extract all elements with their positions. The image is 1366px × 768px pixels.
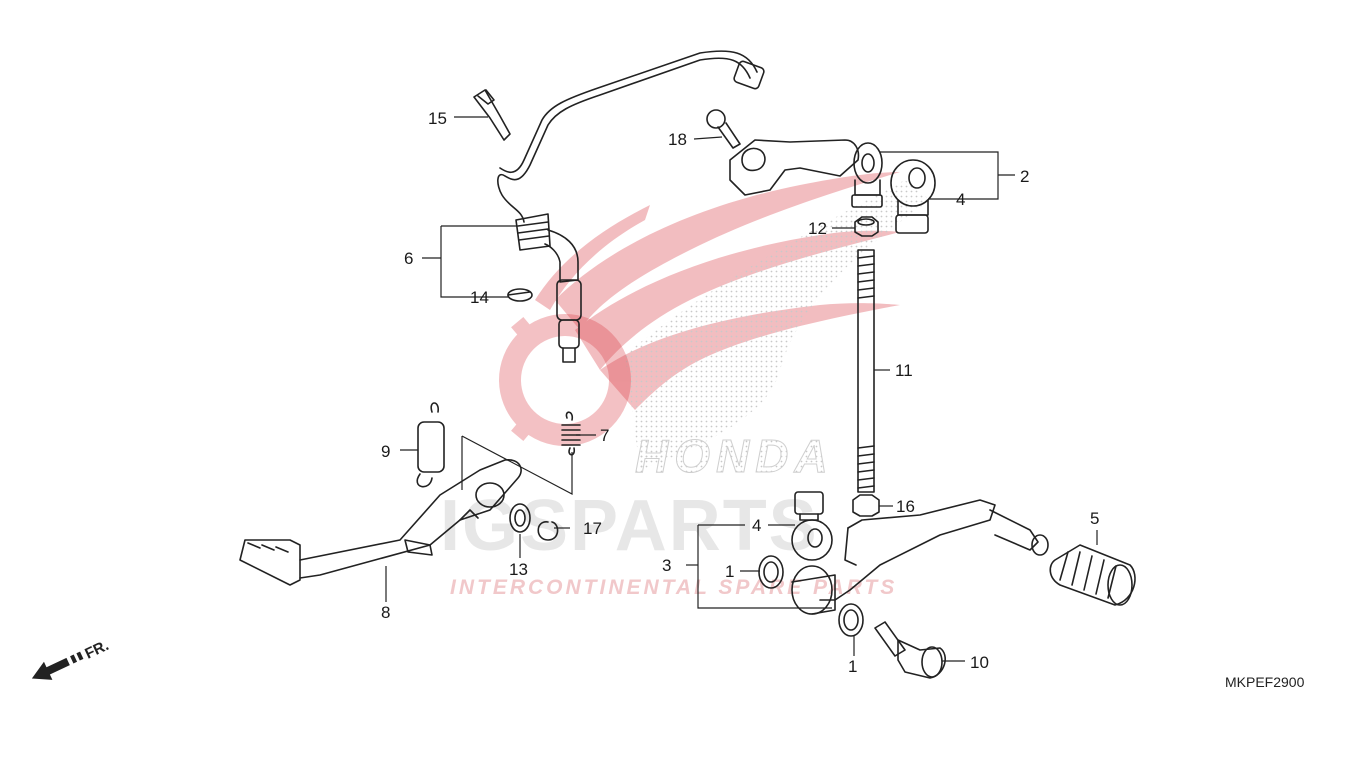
- callout-14: 14: [470, 288, 489, 307]
- igsparts-logo: IGSPARTS: [440, 486, 819, 566]
- arrow-left-icon: [31, 657, 70, 680]
- part-10-pivot-bolt: [874, 621, 946, 679]
- part-18-bolt: [706, 109, 741, 149]
- part-15-clip: [473, 89, 511, 141]
- callout-labels: 15 18 2 4 12 6 14 11 7 9 16 5 4 17 3 1 1…: [381, 109, 1099, 676]
- callout-6: 6: [404, 249, 413, 268]
- callout-1-right: 1: [848, 657, 857, 676]
- part-4-joint-upper: [890, 159, 936, 234]
- honda-wordmark: HONDA: [635, 430, 834, 482]
- part-2-shift-arm: [729, 139, 883, 208]
- part-6-switch-cable: [497, 50, 765, 363]
- callout-7: 7: [600, 426, 609, 445]
- callout-16: 16: [896, 497, 915, 516]
- dotted-shadow: [625, 180, 930, 470]
- callout-1-left: 1: [725, 562, 734, 581]
- front-direction-indicator: FR.: [31, 637, 111, 680]
- part-16-nut: [852, 494, 880, 517]
- part-12-nut: [854, 216, 879, 237]
- gear-icon: [499, 314, 631, 446]
- part-4-joint-lower: [791, 491, 833, 561]
- callout-5: 5: [1090, 509, 1099, 528]
- leader-lines: [385, 116, 1098, 662]
- callout-11: 11: [895, 361, 913, 380]
- callout-12: 12: [808, 219, 827, 238]
- callout-15: 15: [428, 109, 447, 128]
- part-1-seal-right: [838, 603, 864, 637]
- front-label: FR.: [82, 637, 111, 663]
- part-9-spring: [416, 402, 445, 488]
- part-11-rod: [857, 249, 875, 493]
- callout-4-lower: 4: [752, 516, 761, 535]
- part-1-seal-left: [758, 555, 784, 589]
- callout-10: 10: [970, 653, 989, 672]
- callout-2: 2: [1020, 167, 1029, 186]
- callout-17: 17: [583, 519, 602, 538]
- callout-13: 13: [509, 560, 528, 579]
- part-17-snap-ring: [537, 521, 559, 541]
- part-14-clip: [507, 288, 533, 302]
- part-7-spring: [561, 411, 581, 456]
- callout-3: 3: [662, 556, 671, 575]
- part-5-rubber-peg: [1049, 544, 1136, 606]
- callout-4-upper: 4: [956, 190, 965, 209]
- diagram-code: MKPEF2900: [1225, 674, 1305, 690]
- callout-18: 18: [668, 130, 687, 149]
- callout-8: 8: [381, 603, 390, 622]
- callout-9: 9: [381, 442, 390, 461]
- part-13-washer: [509, 503, 531, 533]
- part-3-gearshift-pedal: [791, 499, 1049, 615]
- watermark-tagline: INTERCONTINENTAL SPARE PARTS: [450, 576, 897, 599]
- watermark: HONDA IGSPARTS INTERCONTINENTAL SPARE PA…: [440, 172, 930, 599]
